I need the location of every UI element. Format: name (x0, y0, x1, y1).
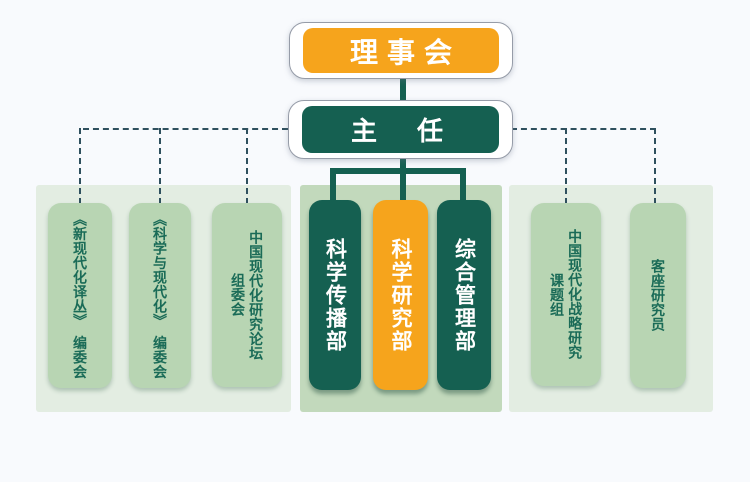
connector-dept-left (330, 168, 336, 200)
dashed-drop-left-2 (159, 128, 161, 204)
director-label: 主 任 (302, 106, 499, 153)
unit-label-col1: 中国现代化研究论坛 (248, 229, 265, 361)
dept-label: 综合管理部 (452, 237, 476, 353)
connector-board-director (400, 71, 406, 103)
dashed-drop-left-1 (79, 128, 81, 204)
unit-guest-researcher: 客座研究员 (630, 203, 686, 388)
dashed-drop-right-1 (565, 128, 567, 204)
unit-label-col2: 课题组 (549, 272, 565, 317)
unit-science-and-modernization: 《科学与现代化》 编委会 (129, 203, 191, 388)
dept-science-communication: 科学传播部 (309, 200, 361, 390)
connector-dept-right (460, 168, 466, 200)
unit-modernization-forum-committee: 中国现代化研究论坛 组委会 (212, 203, 282, 387)
connector-dept-bar (330, 168, 466, 174)
dept-label: 科学研究部 (389, 237, 412, 353)
dept-label: 科学传播部 (323, 237, 347, 353)
dashed-drop-left-3 (246, 128, 248, 204)
unit-new-modernization-series: 《新现代化译丛》 编委会 (48, 203, 112, 388)
unit-strategy-research-task-group: 中国现代化战略研究 课题组 (531, 203, 601, 386)
unit-label: 客座研究员 (650, 259, 667, 332)
dashed-line-right-horizontal (511, 128, 656, 130)
unit-label: 《新现代化译丛》 编委会 (72, 212, 89, 379)
dashed-line-left-horizontal (83, 128, 288, 130)
dept-general-management: 综合管理部 (437, 200, 491, 390)
unit-label: 《科学与现代化》 编委会 (152, 212, 169, 379)
board-node: 理事会 (289, 22, 513, 79)
director-node: 主 任 (288, 100, 513, 159)
connector-director-center (400, 152, 406, 200)
board-label: 理事会 (303, 28, 499, 73)
dept-science-research: 科学研究部 (373, 200, 428, 390)
unit-label-col1: 中国现代化战略研究 (567, 229, 584, 360)
dashed-drop-right-2 (654, 128, 656, 204)
unit-label-col2: 组委会 (230, 273, 246, 317)
